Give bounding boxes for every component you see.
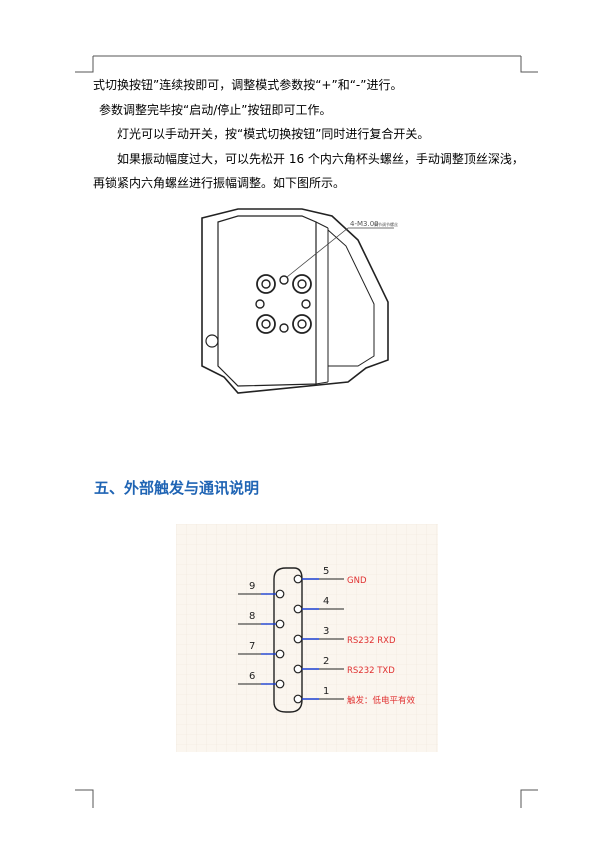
paragraph-1: 式切换按钮”连续按即可，调整模式参数按“+”和“-”进行。	[93, 78, 403, 92]
pin-number: 5	[323, 566, 329, 577]
pin-hole	[293, 634, 303, 644]
pin-hole	[275, 619, 285, 629]
pin-number: 9	[249, 581, 255, 592]
pin-label: RS232 RXD	[347, 636, 396, 646]
pin-right-1: 1 触发：低电平有效	[293, 686, 416, 706]
pin-label: RS232 TXD	[347, 666, 395, 676]
pin-left-9: 9	[238, 581, 285, 599]
pin-number: 6	[249, 671, 255, 682]
pin-number: 4	[323, 596, 329, 607]
pin-label: 触发：低电平有效	[347, 695, 416, 706]
drawing-label-note: 调节调节螺丝	[374, 221, 398, 227]
pin-hole	[293, 604, 303, 614]
drawing-label: 4-M3.00	[350, 220, 379, 228]
paragraph-2: 参数调整完毕按“启动/停止”按钮即可工作。	[99, 103, 332, 117]
paragraph-3: 灯光可以手动开关，按“模式切换按钮”同时进行复合开关。	[117, 127, 430, 141]
pin-left-8: 8	[238, 611, 285, 629]
pin-hole	[275, 649, 285, 659]
section-heading: 五、外部触发与通讯说明	[94, 479, 260, 497]
pin-number: 3	[323, 626, 329, 637]
pin-hole	[275, 679, 285, 689]
pin-hole	[293, 694, 303, 704]
pin-hole	[275, 589, 285, 599]
pin-number: 1	[323, 686, 329, 697]
pin-number: 8	[249, 611, 255, 622]
pin-right-4: 4	[293, 596, 344, 614]
mechanical-drawing: 4-M3.00 调节调节螺丝	[201, 208, 398, 394]
paragraph-5: 再锁紧内六角螺丝进行振幅调整。如下图所示。	[93, 176, 346, 190]
pin-hole	[293, 574, 303, 584]
pin-left-7: 7	[238, 641, 285, 659]
pin-hole	[293, 664, 303, 674]
paragraph-4: 如果振动幅度过大，可以先松开 16 个内六角杯头螺丝，手动调整顶丝深浅，	[117, 152, 524, 166]
pin-number: 7	[249, 641, 255, 652]
pin-left-6: 6	[238, 671, 285, 689]
pin-number: 2	[323, 656, 329, 667]
pin-label: GND	[347, 576, 367, 586]
